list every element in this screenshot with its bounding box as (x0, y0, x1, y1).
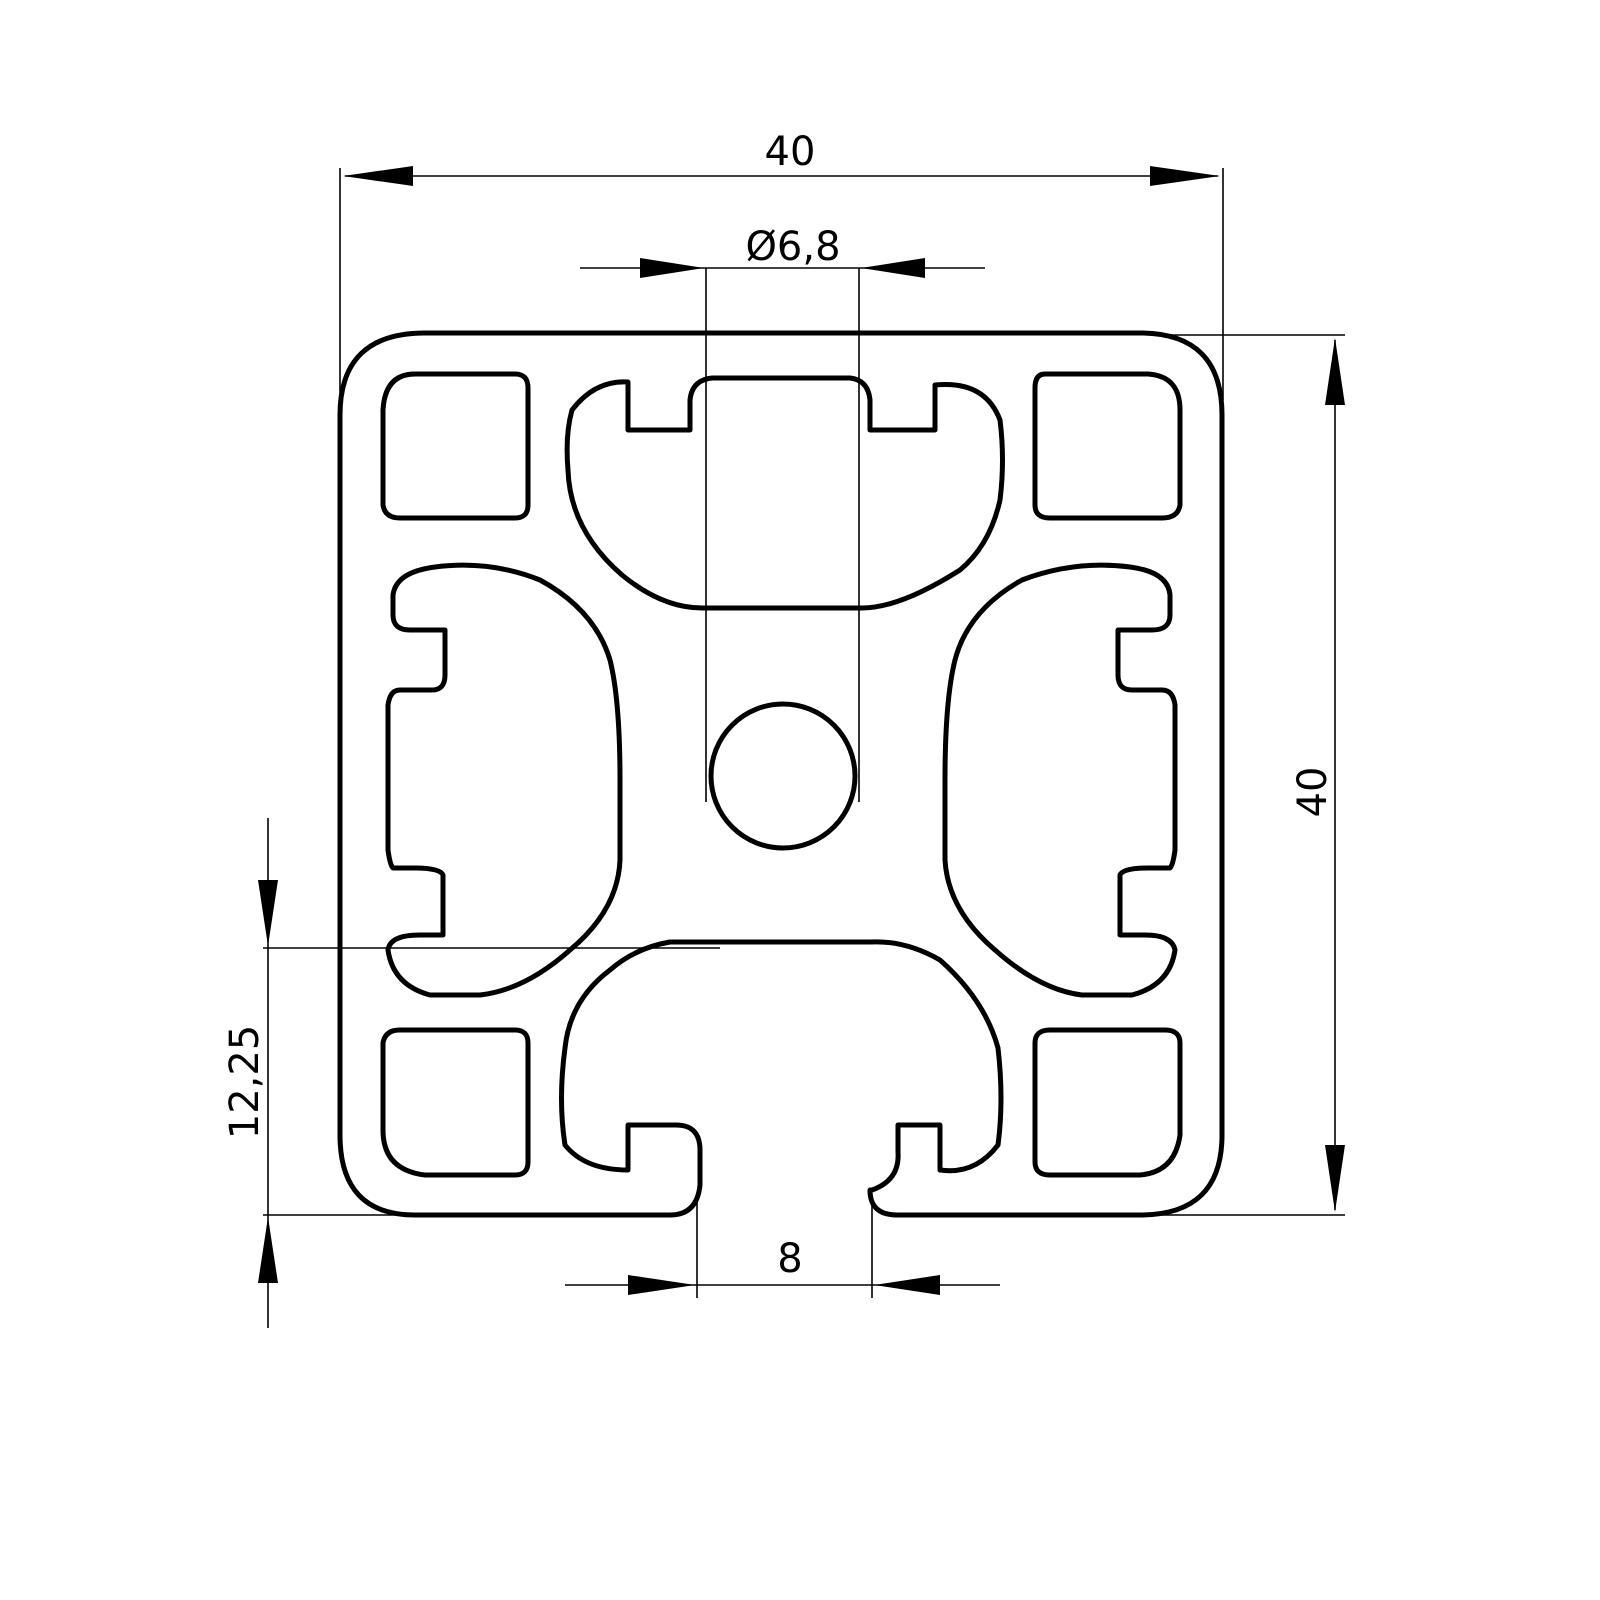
dimension-arrow-right (1150, 166, 1220, 186)
dimension-label-overall-width: 40 (765, 129, 816, 175)
dimension-arrow-up (1325, 338, 1345, 405)
dimension-label-overall-height: 40 (1290, 767, 1336, 818)
dimension-label-slot-depth: 12,25 (222, 1025, 268, 1140)
dimension-overall-width: 40 (339, 129, 1224, 400)
dimension-label-core-bore: Ø6,8 (745, 224, 840, 270)
t-slot-top (564, 375, 1005, 611)
core-bore-value: 6,8 (777, 224, 841, 270)
core-bore (708, 701, 858, 851)
dimension-overall-height: 40 (1150, 334, 1345, 1216)
corner-cavity-top-right (1032, 371, 1183, 521)
dimension-arrow-down (258, 880, 278, 946)
dimension-arrow-down (1325, 1145, 1345, 1212)
dimension-arrow-right (861, 258, 925, 278)
t-slot-left (385, 562, 623, 998)
dimension-slot-depth: 12,25 (222, 818, 720, 1328)
diameter-symbol: Ø (745, 224, 776, 270)
dimension-arrow-right (628, 1275, 695, 1295)
corner-cavity-bottom-left (380, 1027, 531, 1178)
corner-cavity-bottom-right (1032, 1027, 1183, 1178)
dimension-arrow-left (343, 166, 413, 186)
dimension-slot-opening: 8 (565, 1195, 1000, 1298)
corner-cavity-top-left (380, 371, 531, 521)
dimension-core-bore-diameter: Ø6,8 (580, 224, 985, 802)
t-slot-right (942, 562, 1178, 998)
dimension-arrow-up (258, 1217, 278, 1283)
profile-outer-contour (337, 330, 1225, 1218)
dimension-label-slot-opening: 8 (777, 1236, 802, 1282)
dimension-arrow-left (640, 258, 704, 278)
dimension-arrow-left (874, 1275, 940, 1295)
